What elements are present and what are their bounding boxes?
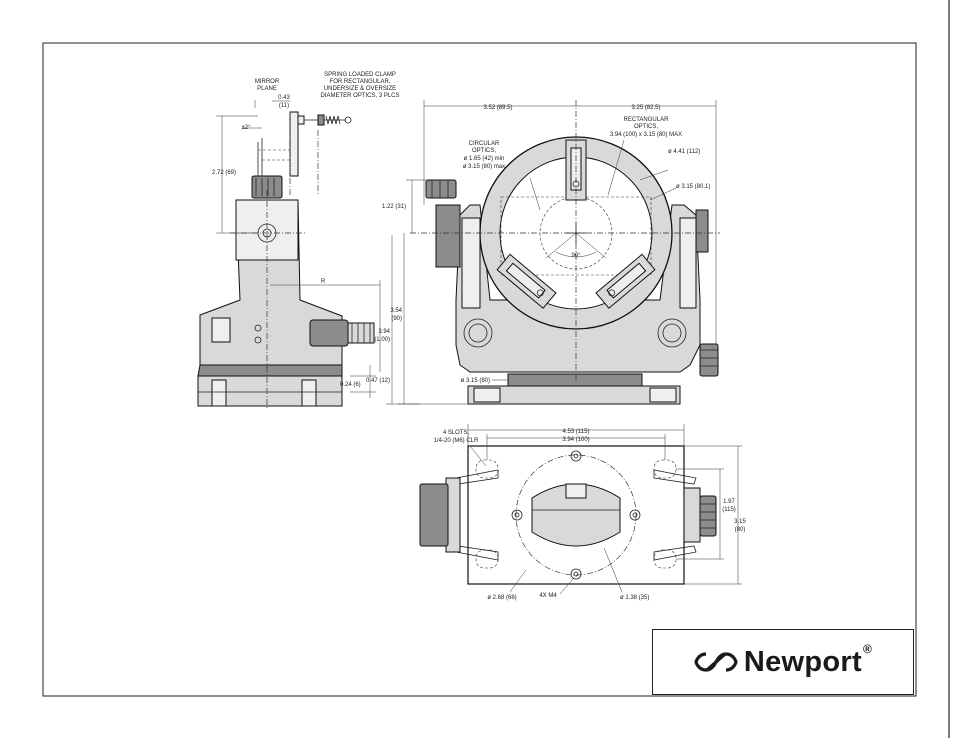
label-clamp-2: FOR RECTANGULAR, xyxy=(330,79,391,85)
label-dim-354-1: 3.54 xyxy=(390,308,402,314)
label-angle-90: 90° xyxy=(571,253,581,259)
label-rect-optics-1: RECTANGULAR xyxy=(624,117,670,123)
front-adjust-knob xyxy=(699,343,719,377)
label-clamp-3: UNDERSIZE & OVERSIZE xyxy=(324,86,396,92)
label-slots-1: 4 SLOTS, xyxy=(443,430,470,436)
label-dim-315-1: 3.15 xyxy=(734,519,746,525)
label-dim-315-2: (80) xyxy=(735,527,746,533)
label-base-dia: ø 3.15 (80) xyxy=(461,378,490,384)
side-micrometer xyxy=(309,319,349,347)
label-width-left: 3.52 (89.5) xyxy=(483,105,512,111)
front-view xyxy=(386,100,720,405)
label-dim-197-2: (115) xyxy=(722,507,736,513)
label-dim-197-1: 1.97 xyxy=(723,499,735,505)
label-mirror-plane-1: MIRROR xyxy=(255,79,280,85)
label-dia-315: ø 3.15 (80.1) xyxy=(676,184,710,190)
label-width-394: 3.94 (100) xyxy=(562,437,589,443)
bottom-bolt-circle xyxy=(515,454,637,576)
front-top-knob xyxy=(425,179,457,199)
label-dim-11: (11) xyxy=(279,103,289,109)
label-dim-043: 0.43 xyxy=(278,95,290,101)
label-radius: R xyxy=(321,279,326,285)
label-bolt-circle: ø 2.68 (68) xyxy=(487,595,516,601)
side-view xyxy=(197,100,381,410)
label-bore: ø 1.38 (35) xyxy=(620,595,649,601)
bottom-bore xyxy=(531,483,621,547)
label-circ-optics-1: CIRCULAR xyxy=(469,141,500,147)
label-dim-394-1: 3.94 xyxy=(378,329,390,335)
label-dim-122: 1.22 (31) xyxy=(382,204,406,210)
label-width-right: 3.25 (82.5) xyxy=(631,105,660,111)
label-circ-optics-3: ø 1.65 (42) min xyxy=(464,156,505,162)
label-rect-optics-2: OPTICS, xyxy=(634,124,658,130)
bottom-right-knob xyxy=(699,495,717,537)
bottom-left-knob xyxy=(419,483,449,547)
label-angle: ±2° xyxy=(241,125,251,131)
label-dim-394-2: (1.00) xyxy=(374,337,390,343)
label-screws: 4X M4 xyxy=(539,593,557,599)
label-slots-2: 1/4-20 (M6) CLR xyxy=(434,438,479,444)
label-mirror-plane-2: PLANE xyxy=(257,86,277,92)
label-clamp-1: SPRING LOADED CLAMP xyxy=(324,72,396,78)
brand-logo-box: Newport® xyxy=(652,629,914,695)
label-circ-optics-2: OPTICS, xyxy=(472,148,496,154)
brand-word: Newport xyxy=(743,645,862,678)
newport-logo-icon xyxy=(694,652,738,672)
label-circ-optics-4: ø 3.15 (80) max xyxy=(463,164,505,170)
label-dim-354-2: (90) xyxy=(391,316,402,322)
registered-mark: ® xyxy=(862,641,873,656)
label-width-453: 4.53 (115) xyxy=(563,429,590,435)
label-dim-024: 0.24 (6) xyxy=(340,382,361,388)
label-dia-441: ø 4.41 (112) xyxy=(668,149,700,155)
label-height-272: 2.72 (69) xyxy=(212,170,236,176)
label-clamp-4: DIAMETER OPTICS, 3 PLCS xyxy=(320,93,399,99)
label-rect-optics-3: 3.94 (100) x 3.15 (80) MAX xyxy=(610,132,682,138)
bottom-view xyxy=(419,424,742,595)
brand-name: Newport® xyxy=(743,642,872,679)
label-dim-047: 0.47 (12) xyxy=(366,378,390,384)
